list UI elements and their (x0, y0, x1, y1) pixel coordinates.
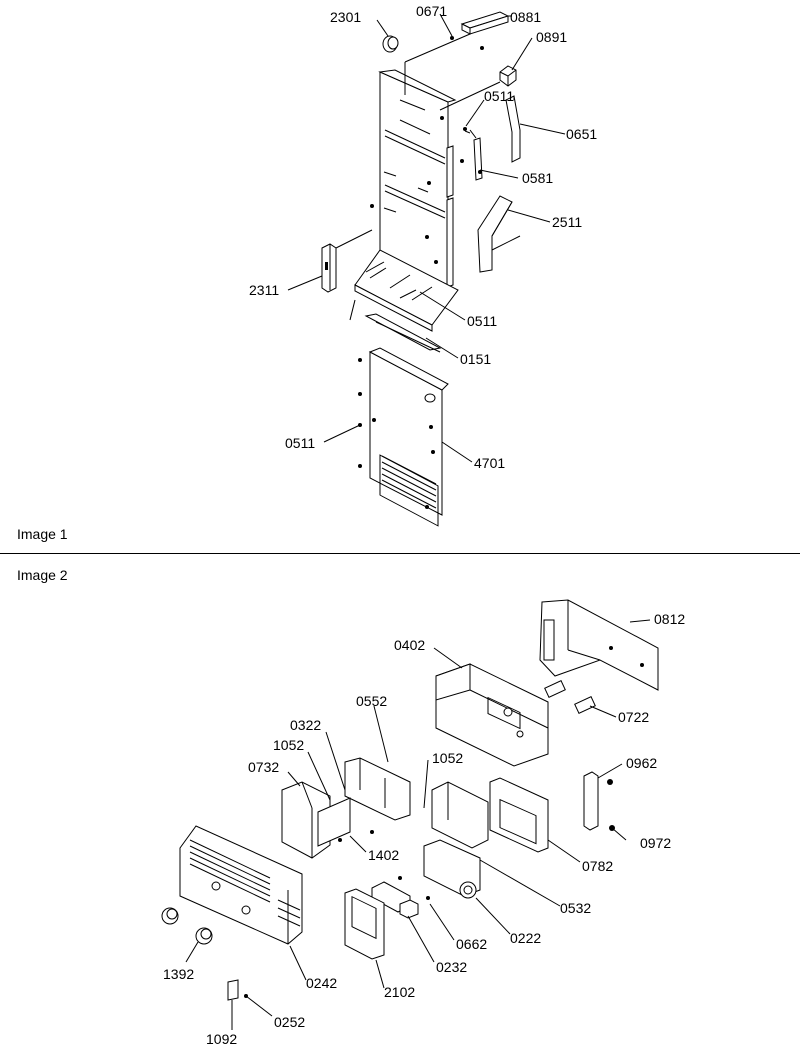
image1-drawing (287, 11, 566, 527)
part-0782 (489, 777, 549, 853)
label-0812: 0812 (654, 611, 685, 627)
label-1092: 1092 (206, 1031, 237, 1047)
label-1052-left: 1052 (273, 737, 304, 753)
label-0962: 0962 (626, 755, 657, 771)
part-0151 (364, 313, 442, 351)
back-panel-top-edge (378, 69, 457, 103)
part-0552 (344, 757, 411, 821)
caption-image2: Image 2 (17, 567, 68, 583)
label-0242: 0242 (306, 975, 337, 991)
label-0671: 0671 (416, 3, 447, 19)
label-0881: 0881 (510, 9, 541, 25)
label-2301: 2301 (330, 9, 361, 25)
label-1392: 1392 (163, 966, 194, 982)
label-0511-mid: 0511 (467, 313, 497, 329)
label-2511: 2511 (552, 214, 582, 230)
label-0732: 0732 (248, 759, 279, 775)
part-0812 (539, 599, 659, 691)
part-1402 (317, 797, 351, 847)
label-0532: 0532 (560, 900, 591, 916)
part-0651 (505, 95, 521, 163)
label-0651: 0651 (566, 126, 597, 142)
part-0581 (473, 137, 483, 181)
label-0891: 0891 (536, 29, 567, 45)
label-0252: 0252 (274, 1014, 305, 1030)
label-0552: 0552 (356, 693, 387, 709)
part-0532 (431, 781, 489, 849)
label-0662: 0662 (456, 936, 487, 952)
label-0581: 0581 (522, 170, 553, 186)
caption-image1: Image 1 (17, 526, 68, 542)
label-0782: 0782 (582, 858, 613, 874)
label-0232: 0232 (436, 959, 467, 975)
label-0402: 0402 (394, 637, 425, 653)
label-0972: 0972 (640, 835, 671, 851)
label-2102: 2102 (384, 984, 415, 1000)
section-divider (0, 553, 800, 554)
label-0511-low: 0511 (285, 435, 315, 451)
back-panel (379, 71, 449, 286)
part-2511 (477, 195, 513, 273)
label-0511-top: 0511 (484, 88, 514, 104)
label-0222: 0222 (510, 930, 541, 946)
label-0151: 0151 (460, 351, 491, 367)
label-0322: 0322 (290, 717, 321, 733)
label-2311: 2311 (249, 282, 279, 298)
part-2311 (321, 243, 337, 293)
label-4701: 4701 (474, 455, 505, 471)
label-0722: 0722 (618, 709, 649, 725)
part-0962 (583, 771, 599, 831)
label-1402: 1402 (368, 847, 399, 863)
label-1052-right: 1052 (432, 750, 463, 766)
part-1092 (227, 979, 239, 1001)
image2-drawing (161, 599, 659, 1030)
part-2102 (344, 888, 385, 960)
